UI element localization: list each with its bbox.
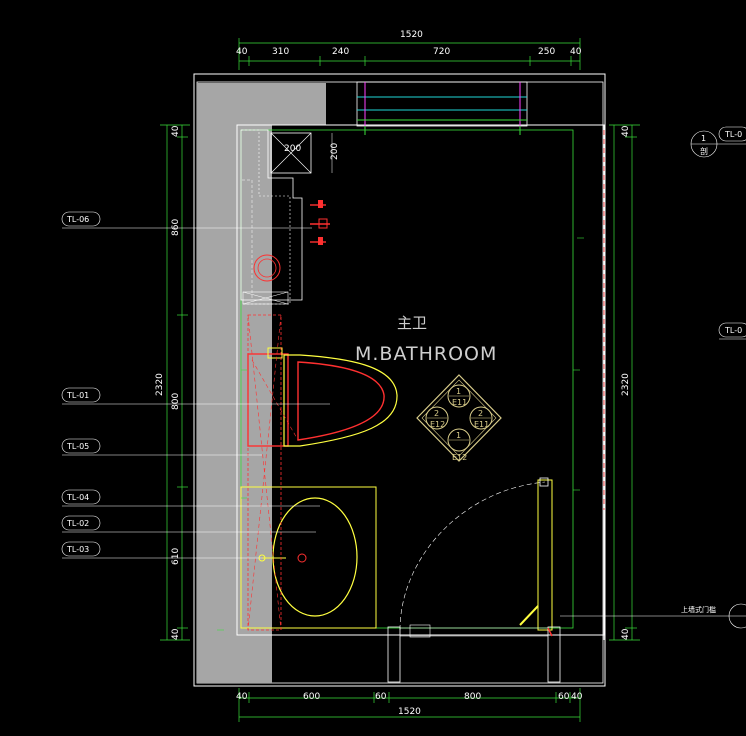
storage-column xyxy=(247,314,282,631)
left-seg-3: 610 xyxy=(171,548,181,565)
room-finish-line xyxy=(240,129,574,629)
bottom-seg-1: 600 xyxy=(303,692,320,702)
floor-symbol-top-num: 1 xyxy=(456,387,461,396)
floor-symbol-right-code: E11 xyxy=(474,420,489,429)
top-seg-0: 40 xyxy=(236,47,248,57)
callout-tl-01: TL-01 xyxy=(66,391,89,400)
guide-lines xyxy=(217,237,584,631)
right-dimension-chain xyxy=(609,124,640,641)
callout-tl-02: TL-02 xyxy=(66,519,89,528)
left-dimension-chain xyxy=(160,124,190,641)
left-seg-4: 40 xyxy=(171,628,181,640)
floor-symbol-top-code: E11 xyxy=(452,398,467,407)
right-seg-0: 40 xyxy=(621,125,631,137)
shaft-width-label: 200 xyxy=(284,144,301,154)
door xyxy=(387,477,561,683)
door-threshold-note: 上墙式门槛 xyxy=(681,605,716,614)
bottom-seg-4: 60 xyxy=(558,692,570,702)
callout-leaders xyxy=(61,211,330,559)
section-mark-sub: 剖 xyxy=(700,146,708,156)
bottom-total-dim: 1520 xyxy=(398,707,421,717)
bottom-dimension-chain xyxy=(238,688,581,722)
left-wall-hatch xyxy=(197,83,326,683)
shower-valves xyxy=(310,200,330,245)
room-inner-boundary xyxy=(236,124,605,636)
left-total-dim: 2320 xyxy=(155,373,165,396)
floor-index-symbol xyxy=(416,374,502,462)
floor-symbol-bottom-code: E12 xyxy=(452,453,467,462)
floor-symbol-left-code: E12 xyxy=(430,420,445,429)
top-seg-2: 240 xyxy=(332,47,349,57)
right-seg-1: 40 xyxy=(621,628,631,640)
pipe-shaft xyxy=(240,129,312,305)
section-mark-num: 1 xyxy=(701,134,706,143)
callout-tl-03: TL-03 xyxy=(66,545,89,554)
right-marks xyxy=(560,126,746,629)
top-total-dim: 1520 xyxy=(400,30,423,40)
top-dimension-chain xyxy=(238,38,581,70)
left-seg-2: 800 xyxy=(171,393,181,410)
top-seg-5: 40 xyxy=(570,47,582,57)
callout-tl-04: TL-04 xyxy=(66,493,89,502)
bottom-seg-3: 800 xyxy=(464,692,481,702)
bottom-seg-5: 40 xyxy=(571,692,583,702)
window xyxy=(356,81,528,135)
bottom-seg-0: 40 xyxy=(236,692,248,702)
left-seg-1: 860 xyxy=(171,219,181,236)
bottom-seg-2: 60 xyxy=(375,692,387,702)
floor-symbol-left-num: 2 xyxy=(434,409,439,418)
room-name-en: M.BATHROOM xyxy=(355,343,497,365)
callout-tl-05: TL-05 xyxy=(66,442,89,451)
vanity-basin xyxy=(240,486,377,629)
callout-tl-06: TL-06 xyxy=(66,215,89,224)
top-seg-4: 250 xyxy=(538,47,555,57)
room-name-cn: 主卫 xyxy=(397,314,427,332)
top-seg-1: 310 xyxy=(272,47,289,57)
top-seg-3: 720 xyxy=(433,47,450,57)
right-tag-2: TL-0 xyxy=(724,326,742,335)
floor-symbol-right-num: 2 xyxy=(478,409,483,418)
right-total-dim: 2320 xyxy=(621,373,631,396)
left-seg-0: 40 xyxy=(171,125,181,137)
right-tag-1: TL-0 xyxy=(724,130,742,139)
plan-outer-frame xyxy=(193,73,606,687)
shaft-height-label: 200 xyxy=(330,143,340,160)
floor-symbol-bottom-num: 1 xyxy=(456,431,461,440)
